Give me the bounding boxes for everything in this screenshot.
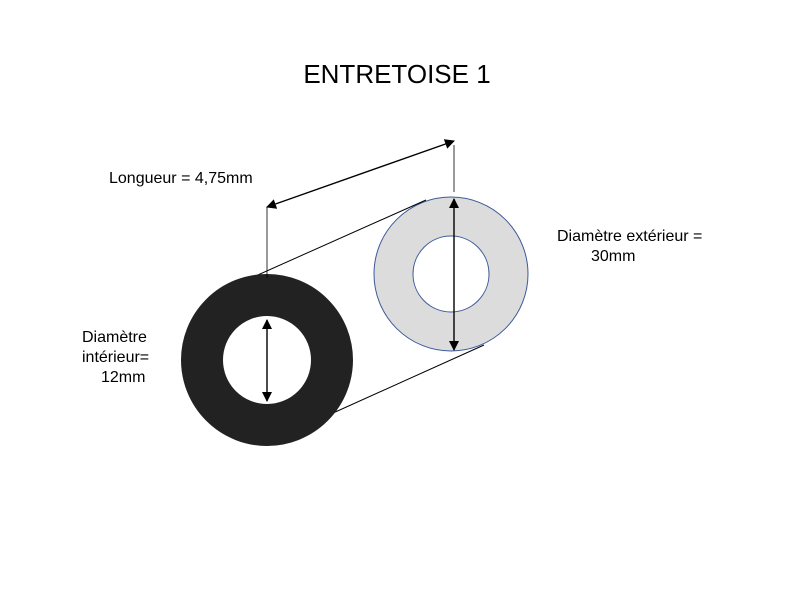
- inner-diameter-label-line2: intérieur=: [82, 349, 150, 366]
- page-title: ENTRETOISE 1: [303, 59, 491, 89]
- length-label: Longueur = 4,75mm: [109, 169, 253, 189]
- tangent-line-top: [241, 199, 427, 283]
- outer-diameter-label: Diamètre extérieur = 30mm: [557, 227, 702, 267]
- front-ring: [181, 274, 353, 446]
- length-dimension-arrow: [266, 139, 455, 209]
- length-label-text: Longueur = 4,75mm: [109, 170, 253, 187]
- outer-diameter-label-line1: Diamètre extérieur =: [557, 228, 703, 245]
- outer-diameter-label-line2: 30mm: [591, 248, 636, 265]
- inner-diameter-label: Diamètre intérieur= 12mm: [82, 328, 149, 388]
- back-ring-hole: [412, 235, 490, 313]
- inner-diameter-label-line3: 12mm: [101, 369, 146, 386]
- inner-diameter-label-line1: Diamètre: [82, 329, 147, 346]
